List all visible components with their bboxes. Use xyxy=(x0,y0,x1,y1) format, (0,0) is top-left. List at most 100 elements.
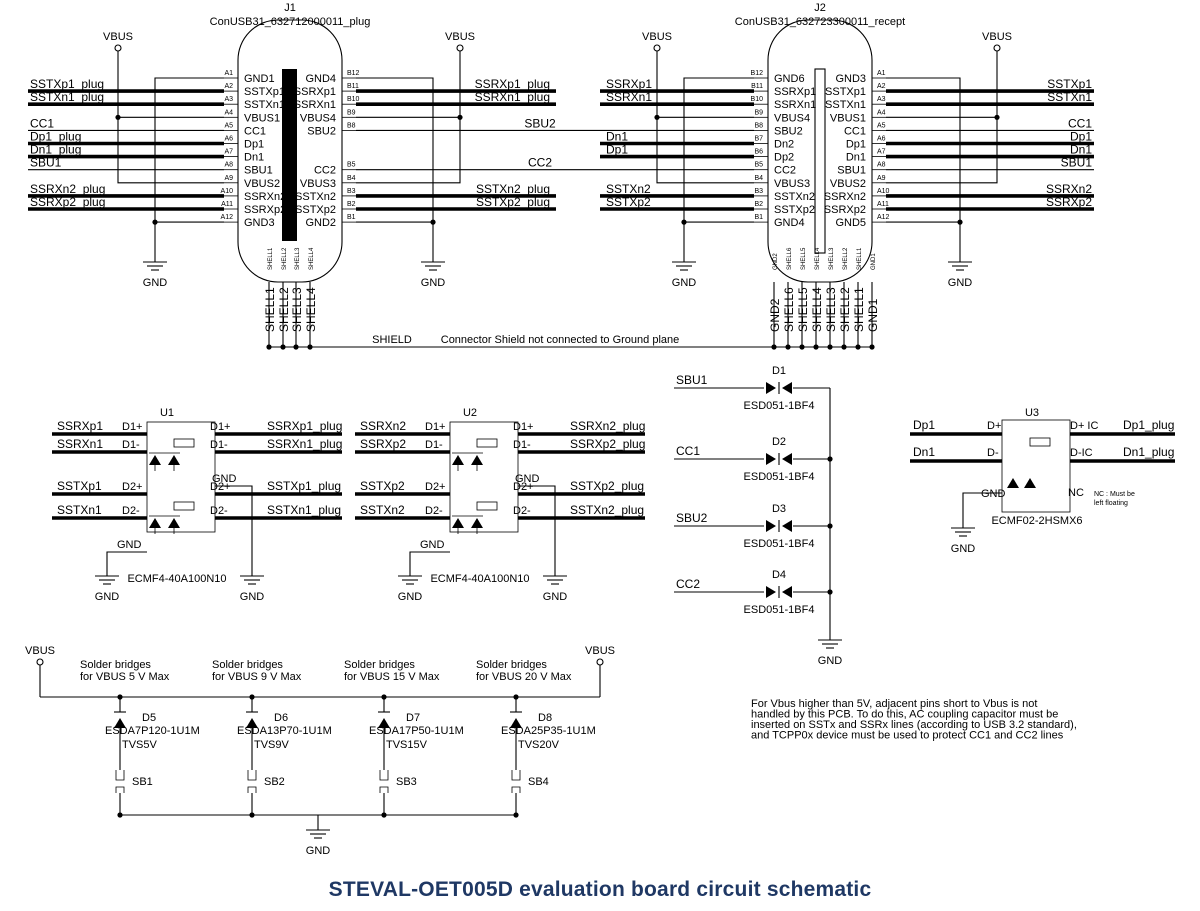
pin-name: SSRXp1 xyxy=(774,86,816,98)
filter-pin: D- xyxy=(987,447,999,459)
diode-part: ESD051-1BF4 xyxy=(744,400,815,412)
net-label: SSTXn2_plug xyxy=(570,503,644,517)
shell-pin-label: SHELL2 xyxy=(277,287,291,332)
connector-body xyxy=(767,19,873,283)
net-label: SSTXp1 xyxy=(1047,77,1092,91)
junction-dot xyxy=(457,114,463,120)
diode-part: ESD051-1BF4 xyxy=(744,538,815,550)
junction-dot xyxy=(827,589,833,595)
junction-dot xyxy=(115,114,121,120)
diode-part: ESD051-1BF4 xyxy=(744,604,815,616)
filter-ref: U2 xyxy=(463,407,477,419)
pin-name: GND4 xyxy=(774,217,805,229)
pin-number: B11 xyxy=(347,83,359,90)
filter-ref: U3 xyxy=(1025,407,1039,419)
gnd-symbol xyxy=(306,829,330,839)
junction-dot xyxy=(841,344,847,350)
diode-body xyxy=(471,518,483,528)
net-label: SBU2 xyxy=(676,511,708,525)
tvs-part: ESDA7P120-1U1M xyxy=(105,725,200,737)
pin-name: VBUS4 xyxy=(300,112,336,124)
pin-number: A3 xyxy=(877,96,886,103)
filter-nc-pin: NC xyxy=(1068,487,1084,499)
junction-dot xyxy=(117,694,123,700)
gnd-label: GND xyxy=(398,591,423,603)
pin-number: B2 xyxy=(754,201,763,208)
diode-body xyxy=(149,455,161,465)
pin-number: B7 xyxy=(754,136,763,143)
net-label: SSTXn1 xyxy=(1047,90,1092,104)
wire xyxy=(886,77,961,223)
gnd-label: GND xyxy=(143,277,168,289)
gnd-label: GND xyxy=(240,591,265,603)
pin-name: GND3 xyxy=(835,73,866,85)
solder-bridge-ref: SB1 xyxy=(132,776,153,788)
pin-number: B3 xyxy=(347,188,356,195)
pin-number: A10 xyxy=(221,188,234,195)
tvs-value: TVS5V xyxy=(122,739,158,751)
wire xyxy=(356,117,461,184)
diode-ref: D1 xyxy=(772,365,786,377)
wire xyxy=(409,551,450,576)
junction-dot xyxy=(430,219,436,225)
filter-gnd-pin: GND xyxy=(212,473,237,485)
vbus-label: VBUS xyxy=(585,645,615,657)
net-label: Dp1_plug xyxy=(30,130,81,144)
pin-number: A4 xyxy=(224,109,233,116)
pin-name: GND1 xyxy=(244,73,275,85)
tvs-ref: D7 xyxy=(406,712,420,724)
pin-number: A3 xyxy=(224,96,233,103)
common-mode-coil xyxy=(173,438,195,448)
vbus-note-line: handled by this PCB. To do this, AC coup… xyxy=(751,709,1058,721)
junction-dot xyxy=(117,812,123,818)
common-mode-coil xyxy=(173,501,195,511)
shell-pin-inner: SHELL1 xyxy=(268,247,274,270)
wire xyxy=(886,117,998,184)
shell-pin-label: GND1 xyxy=(866,298,880,332)
filter-pin: D1- xyxy=(122,439,140,451)
shell-pin-inner: SHELL3 xyxy=(295,247,301,270)
vbus-terminal xyxy=(993,44,1001,52)
shell-pin-label: SHELL2 xyxy=(838,287,852,332)
pin-name: SSRXn2 xyxy=(244,191,286,203)
solder-bridge-bottom xyxy=(247,786,257,793)
filter-pin: D1+ xyxy=(210,421,231,433)
pin-number: A2 xyxy=(224,83,233,90)
shell-pin-inner: SHELL2 xyxy=(282,247,288,270)
solder-note: Solder bridges xyxy=(80,659,151,671)
net-label: SSRXn1_plug xyxy=(475,90,550,104)
solder-bridge-bottom xyxy=(379,786,389,793)
pin-number: B4 xyxy=(754,175,763,182)
filter-pin: D2+ xyxy=(122,481,143,493)
pin-name: Dn1 xyxy=(244,152,264,164)
pin-name: CC2 xyxy=(314,165,336,177)
pin-name: GND6 xyxy=(774,73,805,85)
filter-part: ECMF4-40A100N10 xyxy=(127,573,226,585)
net-label: Dn1_plug xyxy=(1123,445,1174,459)
diode-part: ESD051-1BF4 xyxy=(744,471,815,483)
filter-pin: D+ IC xyxy=(1070,420,1098,432)
filter-body xyxy=(449,421,519,533)
gnd-symbol xyxy=(95,575,119,585)
junction-dot xyxy=(827,456,833,462)
pin-name: SSTXn1 xyxy=(825,99,866,111)
wire xyxy=(154,77,224,223)
diode-body xyxy=(168,518,180,528)
diode-body xyxy=(510,718,522,728)
wires-layer xyxy=(28,51,1175,830)
junction-dot xyxy=(293,344,299,350)
pin-number: B1 xyxy=(347,214,356,221)
pin-name: SSTXp1 xyxy=(244,86,285,98)
junction-dot xyxy=(869,344,875,350)
pin-name: SSTXp2 xyxy=(295,204,336,216)
diode-body xyxy=(1024,478,1036,488)
connector-ref: J2 xyxy=(814,2,826,14)
pin-number: B5 xyxy=(347,162,356,169)
pin-name: GND4 xyxy=(305,73,336,85)
gnd-symbol xyxy=(818,639,842,649)
junction-dot xyxy=(681,219,687,225)
diode-body xyxy=(782,453,792,465)
gnd-label: GND xyxy=(421,277,446,289)
gnd-symbol xyxy=(672,261,696,271)
pin-name: GND2 xyxy=(305,217,336,229)
